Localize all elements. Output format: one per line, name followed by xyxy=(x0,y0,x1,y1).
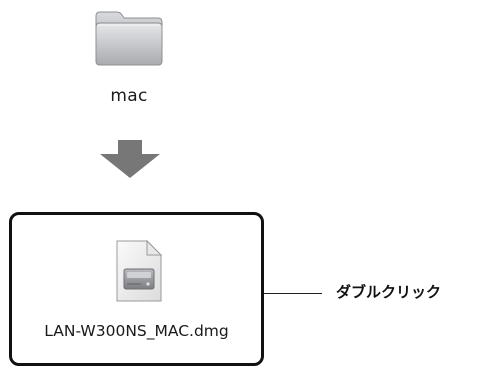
disk-image-icon[interactable] xyxy=(115,239,163,303)
folder-label: mac xyxy=(110,86,148,106)
highlighted-file-frame: LAN-W300NS_MAC.dmg xyxy=(9,212,264,366)
arrow-down-icon xyxy=(98,140,162,180)
folder-icon[interactable] xyxy=(93,8,165,68)
instruction-label: ダブルクリック xyxy=(336,283,442,301)
file-label: LAN-W300NS_MAC.dmg xyxy=(44,322,229,340)
callout-line xyxy=(264,293,322,294)
